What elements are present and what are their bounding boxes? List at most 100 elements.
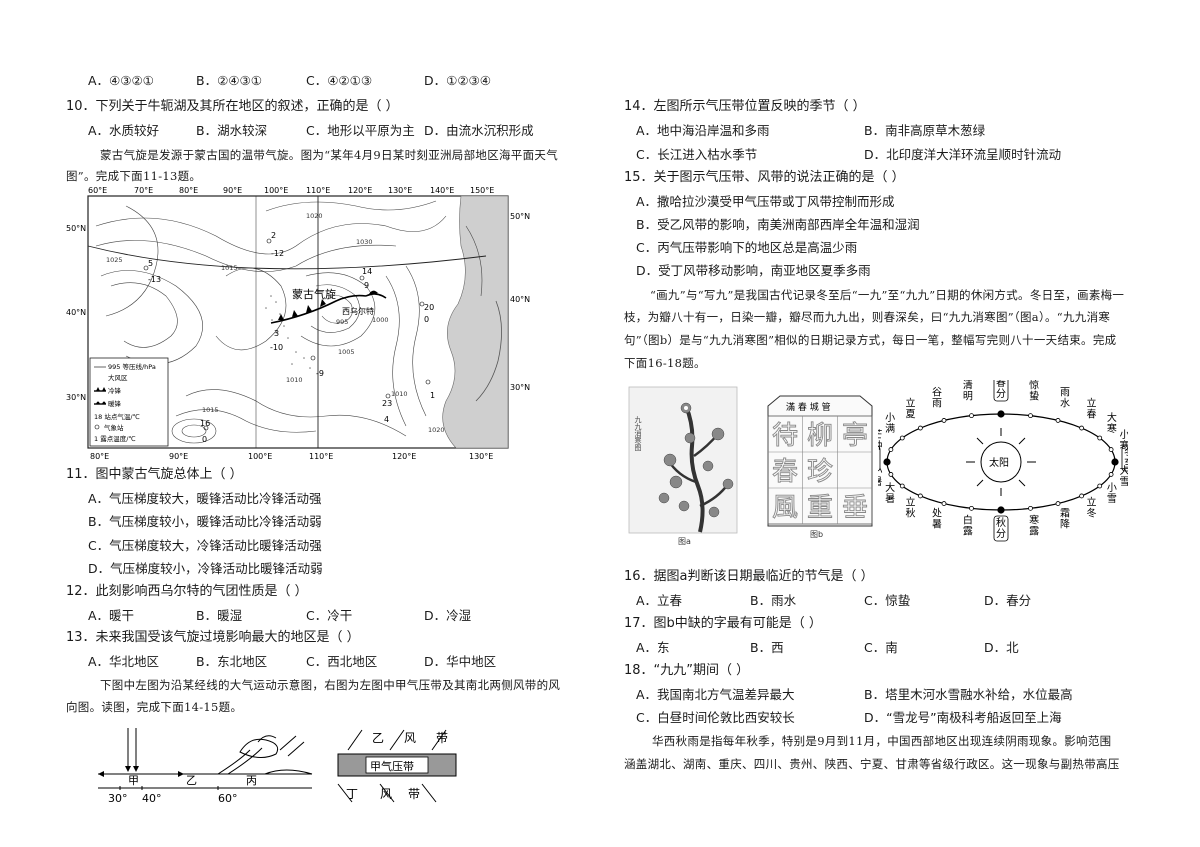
major-term-box (1121, 445, 1128, 472)
station-value-7: 20 (424, 303, 434, 312)
solar-term-label: 霜降 (1060, 508, 1070, 531)
bottom-lon-80: 80°E (90, 452, 109, 461)
station-value-15: 0 (202, 435, 207, 444)
q18-option-d: D．“雪龙号”南极科考船返回至上海 (864, 710, 1062, 725)
belt-top-2: 风 (404, 731, 416, 745)
q13-option-b: B．东北地区 (196, 654, 268, 669)
solar-term-dot (883, 458, 891, 466)
q18-stem: 18．“九九”期间（ ） (624, 663, 750, 678)
fig-b-char-7: 風 (772, 493, 798, 523)
legend-isobar: 995 等压线/hPa (108, 362, 156, 371)
solar-term-dot (1111, 458, 1119, 466)
station-value-12: 23 (382, 399, 392, 408)
q11-option-b: B．气压梯度较小，暖锋活动比冷锋活动弱 (88, 514, 322, 529)
q16-option-c: C．惊蛰 (864, 593, 911, 608)
station-value-14: 16 (200, 419, 210, 428)
solar-term-label: 大暑 (885, 481, 895, 505)
q10-stem: 10．下列关于牛轭湖及其所在地区的叙述，正确的是（ ） (66, 99, 399, 114)
fig-b-header: 滿 春 城 管 (786, 401, 831, 413)
station-value-6: 9 (364, 281, 369, 290)
solar-term-label: 立夏 (905, 397, 915, 421)
solar-term-label: 雨水 (1060, 387, 1070, 409)
isobar-label-1: 1015 (221, 264, 238, 272)
solar-term-dot (899, 435, 905, 441)
q17-option-a: A．东 (636, 640, 670, 655)
intro-mongolia-line1: 蒙古气旋是发源于蒙古国的温带气旋。图为“某年4月9日某时刻亚洲局部地区海平面天气 (100, 148, 559, 162)
legend-station: 气象站 (104, 423, 124, 432)
legend-dewpoint: 1 露点温度/℃ (94, 434, 136, 443)
q11-option-c: C．气压梯度较大，冷锋活动比暖锋活动强 (88, 538, 322, 553)
top-lon-140: 140°E (430, 186, 454, 195)
q10-option-b: B．湖水较深 (196, 123, 268, 138)
q13-option-c: C．西北地区 (306, 654, 378, 669)
solar-term-dot (1079, 493, 1085, 499)
q13-option-d: D．华中地区 (424, 654, 497, 669)
top-lon-110: 110°E (306, 186, 330, 195)
q12-option-c: C．冷干 (306, 608, 353, 623)
solar-term-label: 处暑 (932, 508, 942, 531)
figure-b-grid: 滿 春 城 管 待 柳 亭 春 珍 風 重 垂 图b (767, 395, 873, 539)
legend-warm-front: 暖锋 (108, 399, 122, 408)
intro-jiujiu-line3: 句”（图b）是与“九九消寒图”相似的日期记录方式，每日一笔，整幅写完则八十一天结… (624, 333, 1117, 347)
solar-term-dot (1055, 418, 1061, 423)
bottom-lon-130: 130°E (469, 452, 493, 461)
right-lat-30: 30°N (510, 383, 530, 392)
solar-term-dot (1108, 472, 1114, 477)
intro-jiujiu-line4: 下面16-18题。 (624, 356, 706, 370)
solar-term-label: 芒种 (878, 428, 882, 452)
q15-stem: 15．关于图示气压带、风带的说法正确的是（ ） (624, 170, 905, 185)
solar-term-dot (899, 483, 905, 489)
q17-option-b: B．西 (750, 640, 784, 655)
belt-top-3: 带 (436, 731, 448, 745)
station-value-8: 0 (424, 315, 429, 324)
solar-term-label: 大寒 (1107, 411, 1117, 435)
station-value-2: -12 (271, 249, 284, 258)
solar-term-label: 冬至 (1124, 446, 1128, 470)
station-value-11: -9 (316, 369, 324, 378)
solar-terms-diagram: 太阳 春分惊蛰雨水立春大寒小寒冬至大雪小雪立冬霜降寒露秋分白露处暑立秋大暑小暑夏… (878, 380, 1128, 542)
right-lat-50: 50°N (510, 212, 530, 221)
solar-term-dot (888, 472, 894, 477)
belt-top-1: 乙 (372, 731, 384, 745)
right-lat-40: 40°N (510, 295, 530, 304)
solar-term-label: 春分 (996, 380, 1006, 400)
top-lon-60: 60°E (88, 186, 107, 195)
left-label-bing: 丙 (246, 774, 257, 787)
intro-pressure-line1: 下图中左图为沿某经线的大气运动示意图，右图为左图中甲气压带及其南北两侧风带的风 (100, 678, 561, 692)
legend-cold-front: 冷锋 (108, 386, 122, 395)
q14-option-b: B．南非高原草木葱绿 (864, 123, 986, 138)
q9-option-d: D．①②③④ (424, 73, 491, 88)
lat-30: 30° (108, 792, 128, 805)
pressure-belt-figure: 甲 乙 丙 30° 40° 60° 甲气压带 乙 风 带 丁 风 带 (98, 728, 457, 805)
q14-option-d: D．北印度洋大洋环流呈顺时针流动 (864, 147, 1062, 162)
solar-term-label: 白露 (963, 514, 973, 538)
sun-label: 太阳 (989, 456, 1009, 469)
fig-b-char-1: 待 (772, 421, 798, 451)
solar-term-dot (917, 425, 923, 431)
solar-term-dot (888, 447, 894, 452)
solar-term-dot (941, 501, 947, 506)
q16-option-d: D．春分 (984, 593, 1032, 608)
legend-wind-zone: 大风区 (108, 373, 128, 382)
station-value-13: 4 (384, 415, 389, 424)
intro-mongolia-line2: 图”。完成下面11-13题。 (66, 169, 202, 183)
q14-stem: 14．左图所示气压带位置反映的季节（ ） (624, 99, 866, 114)
station-value-3: 5 (148, 259, 153, 268)
q16-stem: 16．据图a判断该日期最临近的节气是（ ） (624, 569, 874, 584)
fig-b-caption: 图b (810, 530, 823, 539)
q10-option-d: D．由流水沉积形成 (424, 123, 534, 138)
intro-autumn-line1: 华西秋雨是指每年秋季，特别是9月到11月，中国西部地区出现连续阴雨现象。影响范围 (652, 734, 1112, 748)
solar-term-label: 寒露 (1029, 514, 1039, 538)
fig-a-title: 九九消寒图 (634, 415, 642, 452)
left-label-jia: 甲 (128, 774, 139, 787)
solar-term-label: 小满 (885, 412, 895, 435)
bottom-lon-100: 100°E (248, 452, 272, 461)
q13-stem: 13．未来我国受该气旋过境影响最大的地区是（ ） (66, 630, 360, 645)
bottom-lon-90: 90°E (169, 452, 188, 461)
map-mongolia-label: 蒙古气旋 (292, 287, 336, 301)
station-value-10: -10 (270, 343, 283, 352)
belt-mid-label: 甲气压带 (370, 759, 414, 773)
q10-option-c: C．地形以平原为主 (306, 123, 415, 138)
intro-jiujiu-line2: 枝，为瓣八十有一，日染一瓣，瓣尽而九九出，则春深矣，曰“九九消寒图”（图a）。“… (624, 310, 1111, 324)
solar-term-label: 清明 (963, 380, 973, 402)
